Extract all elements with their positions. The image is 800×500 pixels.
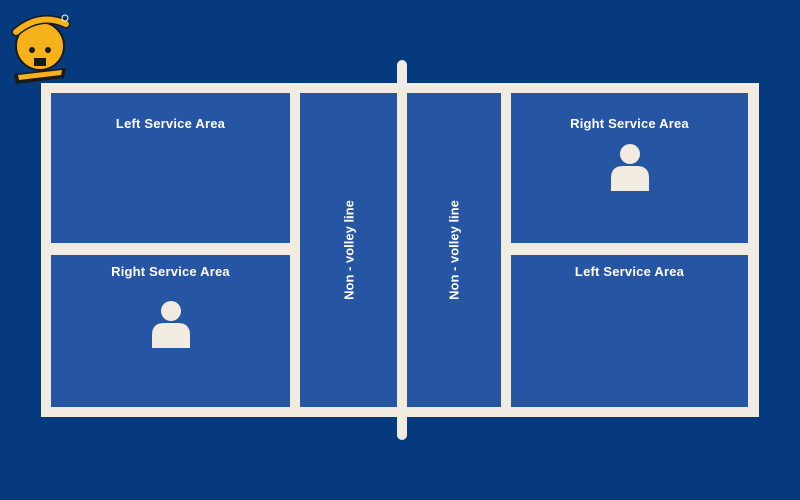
left-kitchen-zone: Non - volley line — [300, 93, 397, 407]
right-kitchen-zone: Non - volley line — [407, 93, 501, 407]
left-top-service-area-label: Left Service Area — [115, 116, 226, 131]
brand-logo — [10, 12, 71, 86]
left-top-service-area: Left Service Area — [51, 93, 290, 243]
right-non-volley-line-label: Non - volley line — [446, 200, 462, 300]
right-bottom-service-area-label: Left Service Area — [574, 264, 685, 279]
right-bottom-service-area: Left Service Area — [511, 255, 748, 407]
net-line — [397, 60, 407, 440]
left-non-volley-line-label: Non - volley line — [341, 200, 356, 300]
left-bottom-service-area: Right Service Area — [51, 255, 290, 407]
player-icon — [611, 144, 649, 191]
potato-logo-icon — [11, 14, 71, 84]
left-bottom-service-area-label: Right Service Area — [111, 264, 230, 279]
right-top-service-area-label: Right Service Area — [570, 116, 689, 131]
player-icon — [152, 301, 190, 348]
right-top-service-area: Right Service Area — [511, 93, 748, 243]
